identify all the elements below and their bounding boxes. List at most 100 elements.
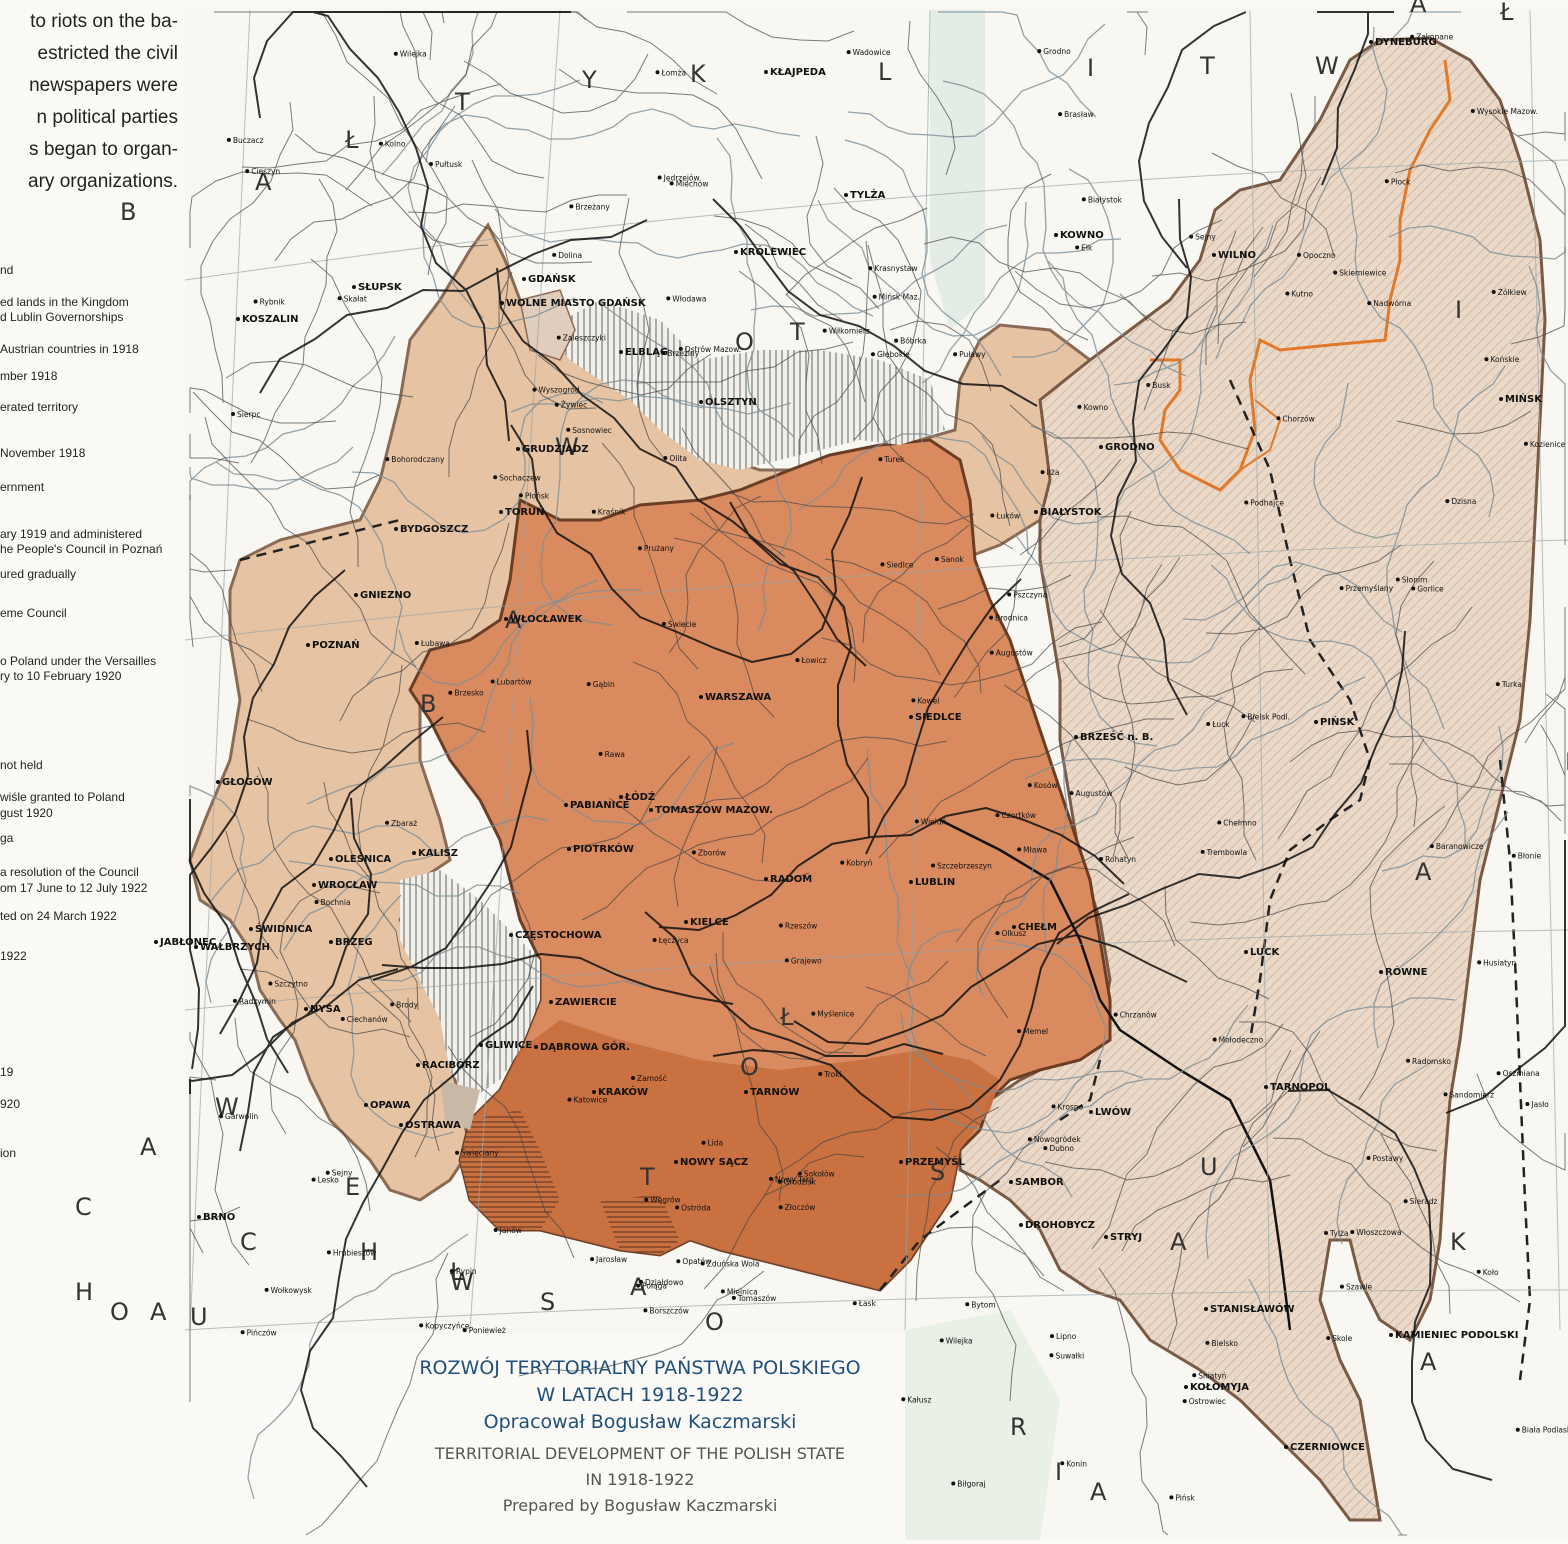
city-marker bbox=[1099, 445, 1103, 449]
carpathian-tint bbox=[905, 1310, 1060, 1540]
city-label: GNIEZNO bbox=[360, 590, 411, 601]
city-marker bbox=[329, 857, 333, 861]
city-label: Baranowicze bbox=[1436, 842, 1484, 851]
city-label: Chrzanów bbox=[1120, 1011, 1157, 1020]
road bbox=[955, 866, 1176, 947]
city-marker bbox=[591, 509, 596, 514]
city-label: Ciechanów bbox=[347, 1015, 388, 1024]
region-letter: R bbox=[1010, 1413, 1027, 1441]
city-marker bbox=[700, 1261, 705, 1266]
road bbox=[703, 507, 857, 683]
road bbox=[722, 932, 854, 1054]
city-label: Chorzów bbox=[1282, 414, 1314, 423]
intro-line: estricted the civil bbox=[37, 43, 178, 64]
city-marker bbox=[1384, 179, 1389, 184]
city-marker bbox=[1326, 1336, 1331, 1341]
region-letter: A bbox=[1420, 1348, 1437, 1376]
city-marker bbox=[448, 690, 453, 695]
road bbox=[1545, 693, 1566, 824]
city-marker bbox=[1169, 1495, 1174, 1500]
city-marker bbox=[675, 1205, 680, 1210]
river bbox=[1528, 265, 1566, 545]
legend-text: erated territory bbox=[0, 400, 79, 414]
city-marker bbox=[385, 820, 390, 825]
city-marker bbox=[1019, 1223, 1023, 1227]
city-marker bbox=[1049, 1353, 1054, 1358]
city-marker bbox=[245, 169, 250, 174]
city-label: BIAŁYSTOK bbox=[1040, 507, 1103, 518]
legend-text: o Poland under the Versailles bbox=[0, 654, 157, 668]
city-label: Wiłkomierz bbox=[829, 327, 870, 336]
road bbox=[1426, 656, 1566, 851]
city-label: Suwałki bbox=[1055, 1351, 1084, 1360]
city-label: RACIBÓRZ bbox=[422, 1058, 480, 1071]
region-letter: W bbox=[555, 433, 579, 461]
river bbox=[938, 11, 1097, 118]
legend-text: ernment bbox=[0, 480, 45, 494]
road bbox=[1277, 606, 1473, 840]
region-letter: A bbox=[505, 606, 522, 634]
railway bbox=[189, 799, 289, 1074]
caption-title-pl-line1: ROZWÓJ TERYTORIALNY PAŃSTWA POLSKIEGO bbox=[419, 1357, 861, 1379]
region-letter: O bbox=[735, 328, 754, 356]
city-label: Głębokie bbox=[877, 350, 910, 359]
city-label: Kobryń bbox=[846, 859, 872, 868]
river bbox=[398, 589, 642, 686]
city-marker bbox=[1192, 1373, 1197, 1378]
city-label: KOWNO bbox=[1060, 230, 1104, 241]
region-letter: S bbox=[930, 1158, 945, 1186]
city-marker bbox=[840, 860, 845, 865]
city-label: Wołkowysk bbox=[271, 1286, 313, 1295]
city-marker bbox=[428, 161, 433, 166]
road bbox=[713, 215, 880, 310]
city-marker bbox=[731, 1295, 736, 1300]
city-label: Nowy Targ bbox=[775, 1175, 814, 1184]
river bbox=[189, 446, 354, 490]
city-marker bbox=[493, 1228, 498, 1233]
city-label: Bóbrka bbox=[900, 337, 926, 346]
city-label: Kosów bbox=[1034, 781, 1058, 790]
graticule-line bbox=[1529, 9, 1561, 1331]
railway bbox=[496, 267, 867, 667]
city-label: Łuck bbox=[1211, 720, 1230, 729]
graticule-line bbox=[184, 929, 1568, 1011]
city-label: Sochaczew bbox=[499, 473, 541, 482]
city-label: Zbaraż bbox=[391, 819, 417, 828]
city-label: Wilejka bbox=[400, 50, 427, 59]
city-label: Jasło bbox=[1530, 1100, 1549, 1109]
city-label: Ostrowiec bbox=[1189, 1397, 1226, 1406]
city-marker bbox=[777, 1179, 782, 1184]
city-label: Sierpc bbox=[237, 410, 260, 419]
city-marker bbox=[699, 695, 703, 699]
road bbox=[668, 495, 762, 654]
city-marker bbox=[449, 1268, 454, 1273]
road bbox=[689, 512, 941, 676]
city-marker bbox=[1367, 301, 1372, 306]
road bbox=[469, 898, 536, 1038]
city-marker bbox=[490, 679, 495, 684]
river bbox=[215, 461, 403, 685]
city-marker bbox=[764, 877, 768, 881]
city-label: Wilejka bbox=[946, 1336, 973, 1345]
city-label: Skole bbox=[1332, 1334, 1353, 1343]
city-label: Zaleszczyki bbox=[563, 334, 606, 343]
city-marker bbox=[590, 1257, 595, 1262]
city-marker bbox=[493, 475, 498, 480]
city-marker bbox=[1089, 1110, 1093, 1114]
railway bbox=[189, 968, 399, 1094]
city-marker bbox=[666, 296, 671, 301]
city-label: Opoczno bbox=[1303, 251, 1336, 260]
city-label: Jędrzejów bbox=[663, 173, 700, 182]
road bbox=[1242, 1030, 1321, 1148]
city-label: Lipno bbox=[1056, 1332, 1077, 1341]
city-marker bbox=[1470, 108, 1475, 113]
road bbox=[824, 558, 982, 694]
city-marker bbox=[1264, 1085, 1268, 1089]
road bbox=[1112, 563, 1163, 858]
city-marker bbox=[552, 252, 557, 257]
city-marker bbox=[1499, 397, 1503, 401]
city-label: WARSZAWA bbox=[705, 692, 771, 703]
road bbox=[1396, 410, 1532, 435]
railway bbox=[312, 11, 510, 442]
road bbox=[246, 718, 486, 754]
